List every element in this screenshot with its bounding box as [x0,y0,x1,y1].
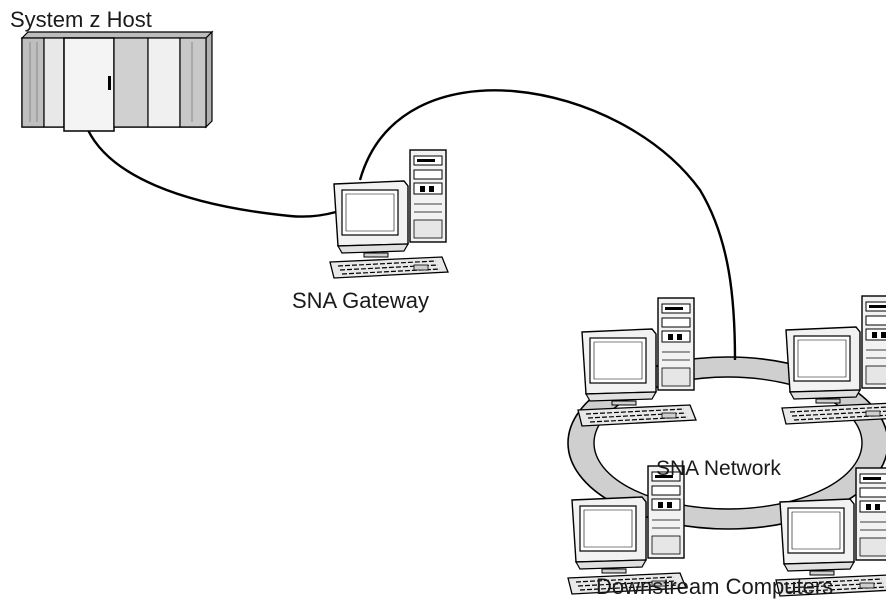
host-label: System z Host [10,7,152,32]
sna-gateway-computer-icon [329,149,449,279]
gateway-to-network-link [358,89,737,361]
gateway-label: SNA Gateway [292,288,429,313]
host-to-gateway-link [86,129,337,218]
network-label: SNA Network [656,457,781,480]
mainframe-host-icon [20,30,214,132]
downstream-label: Downstream Computers [596,574,834,599]
